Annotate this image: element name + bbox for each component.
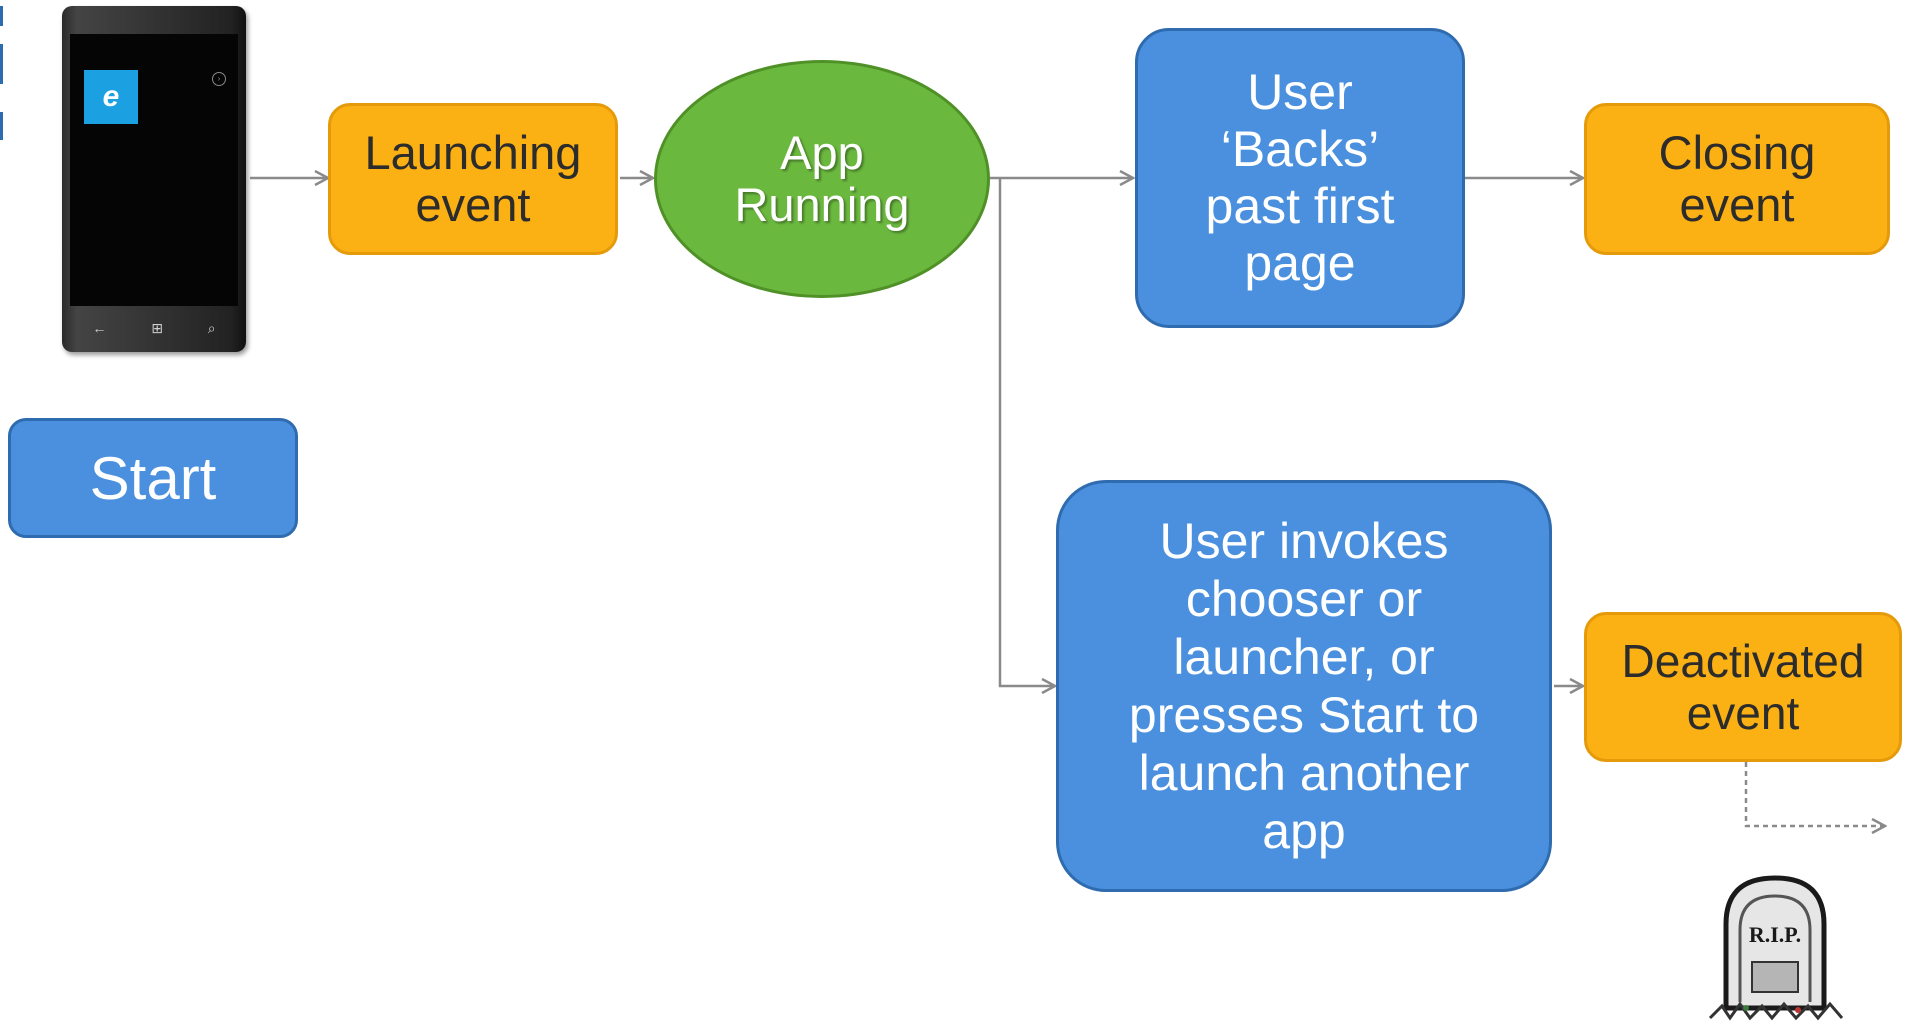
- windows-phone-icon: e › ← ⊞ ⌕: [62, 6, 246, 352]
- arrow-running-to-invokes: [998, 178, 1054, 686]
- start-label: Start: [89, 444, 217, 512]
- windows-start-icon: ⊞: [151, 319, 163, 336]
- app-running-label: App Running: [734, 126, 910, 231]
- launching-event-label: Launching event: [364, 126, 582, 231]
- tombstone-icon: R.I.P.: [1708, 875, 1844, 1021]
- arrow-deactivated-dashed: [1744, 762, 1884, 826]
- start-node: Start: [8, 418, 298, 538]
- edge-mark-low: [0, 112, 3, 140]
- closing-event-node: Closing event: [1584, 103, 1890, 255]
- search-icon: ⌕: [207, 319, 216, 336]
- phone-hardware-buttons: ← ⊞ ⌕: [70, 312, 238, 344]
- deactivated-event-label: Deactivated event: [1621, 635, 1865, 739]
- user-backs-node: User ‘Backs’ past first page: [1135, 28, 1465, 328]
- app-running-node: App Running: [654, 60, 990, 298]
- internet-explorer-icon: e: [84, 70, 138, 124]
- closing-event-label: Closing event: [1658, 126, 1816, 231]
- back-icon: ←: [92, 320, 107, 336]
- user-invokes-node: User invokes chooser or launcher, or pre…: [1056, 480, 1552, 892]
- phone-screen: e ›: [70, 34, 238, 306]
- user-invokes-label: User invokes chooser or launcher, or pre…: [1128, 513, 1480, 859]
- launching-event-node: Launching event: [328, 103, 618, 255]
- user-backs-label: User ‘Backs’ past first page: [1205, 64, 1395, 291]
- tombstone-label: R.I.P.: [1749, 922, 1801, 947]
- edge-mark-mid: [0, 44, 3, 84]
- edge-mark-top: [0, 6, 3, 26]
- phone-arrow-icon: ›: [212, 72, 226, 86]
- deactivated-event-node: Deactivated event: [1584, 612, 1902, 762]
